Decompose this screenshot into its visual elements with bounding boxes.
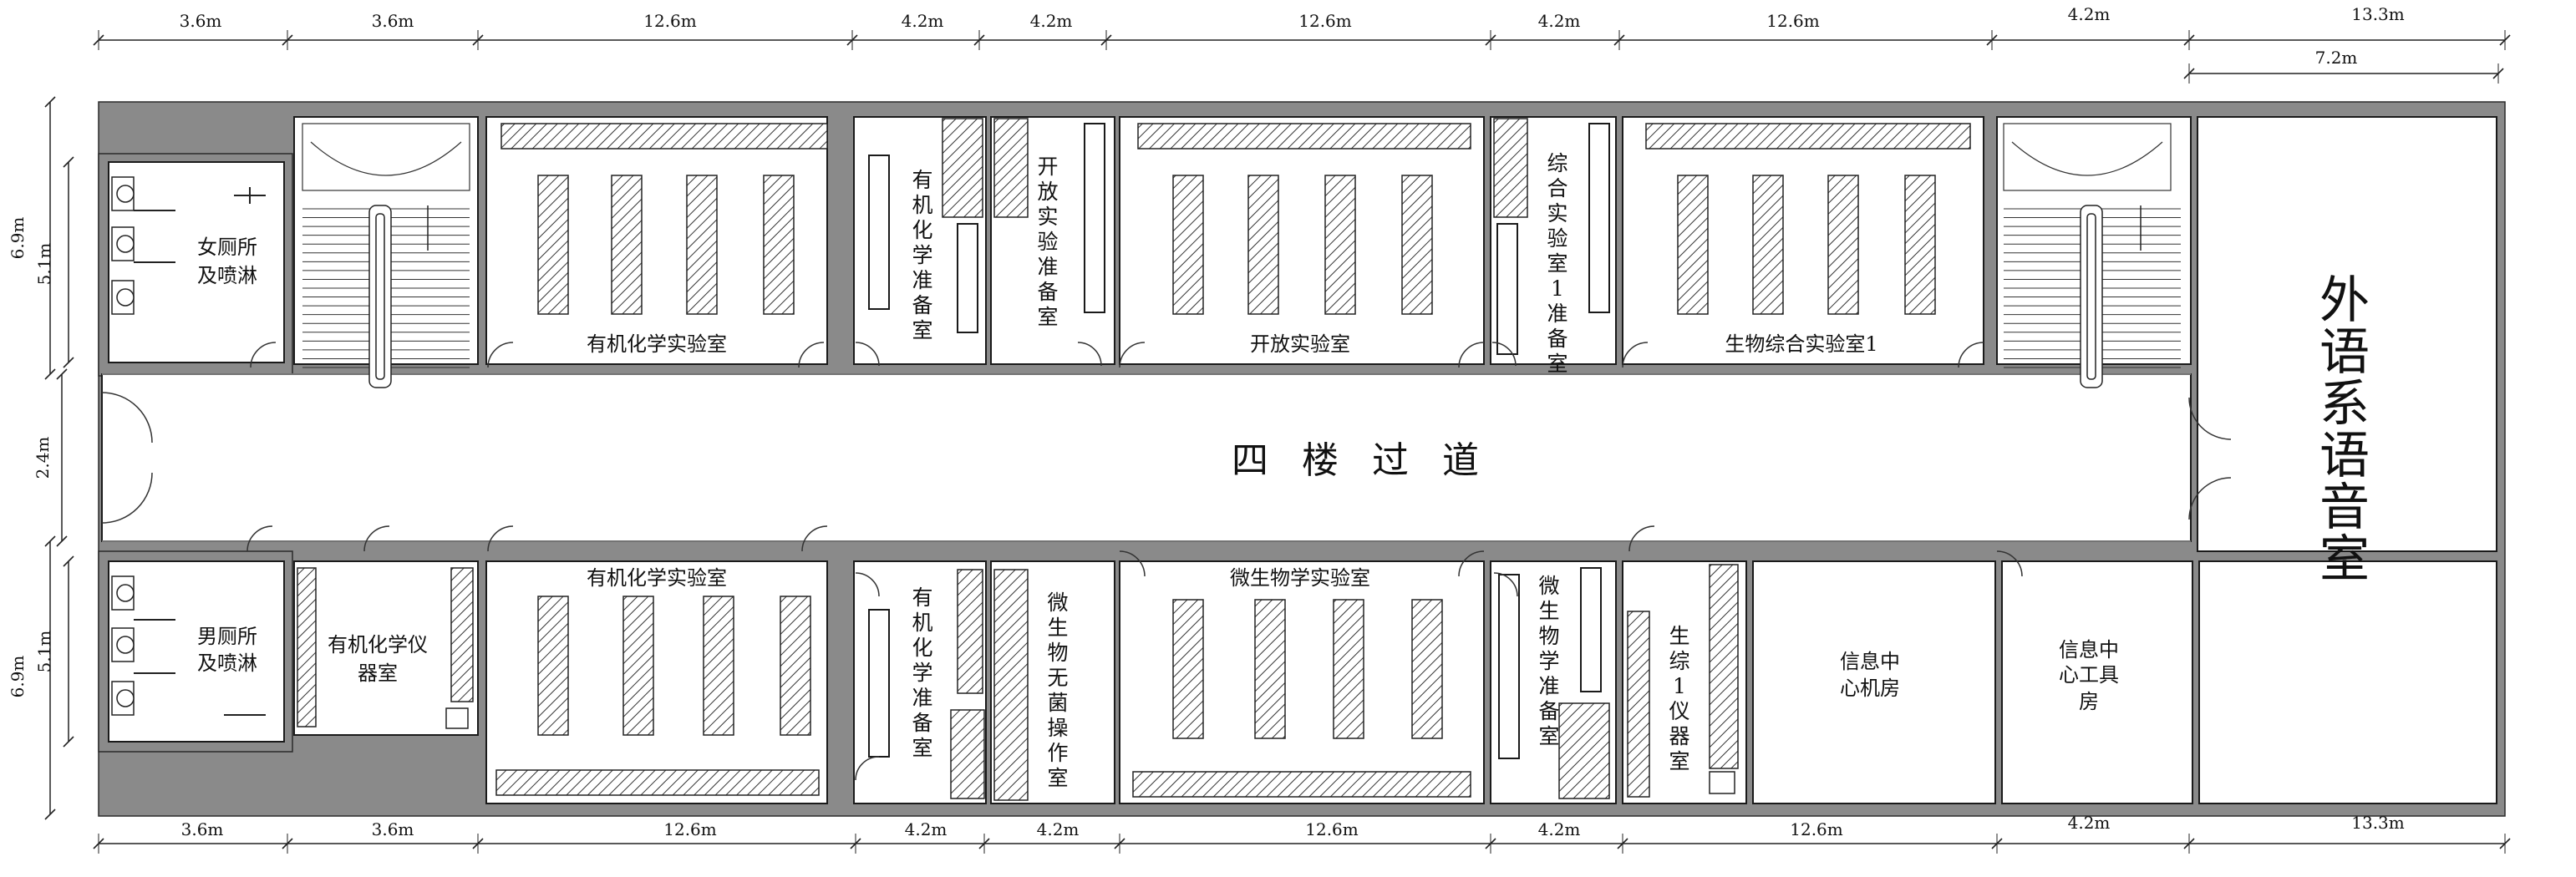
dim-top-5: 4.2m [1030, 11, 1073, 31]
bottom-dimension-labels: 3.6m 3.6m 12.6m 4.2m 4.2m 12.6m 4.2m 12.… [181, 813, 2405, 839]
svg-text:及喷淋: 及喷淋 [197, 264, 257, 287]
foreign-lang-room [2197, 116, 2497, 552]
men-wc-label-2: 及喷淋 [197, 651, 257, 675]
dim-left-lower-outer: 6.9m [8, 656, 28, 698]
open-lab-label: 开放实验室 [1250, 332, 1350, 356]
organic-instrument-label-1: 有机化学仪 [328, 633, 428, 656]
dim-bottom-10: 13.3m [2351, 813, 2405, 833]
foreign-lang-label: 外语系语音室 [2319, 271, 2370, 589]
dim-top-2: 3.6m [372, 11, 414, 31]
organic-lab-bottom-label: 有机化学实验室 [587, 566, 727, 590]
stairs [302, 123, 2181, 388]
lower-rooms [108, 560, 2497, 804]
organic-prep-bottom-label: 有机化学准备室 [912, 586, 932, 760]
dim-top-8: 12.6m [1766, 11, 1820, 31]
dim-bottom-2: 3.6m [372, 819, 414, 839]
organic-instrument-room [293, 560, 479, 736]
foreign-lang-lower [2198, 560, 2497, 804]
organic-instrument-label-2: 器室 [358, 662, 398, 685]
info-tool-label-3: 房 [2079, 690, 2099, 713]
dim-left-corridor: 2.4m [33, 437, 53, 479]
dim-bottom-3: 12.6m [663, 819, 717, 839]
lab-benches [297, 118, 1971, 801]
info-tool-label-2: 心工具 [2059, 663, 2119, 687]
men-wc-room [108, 560, 285, 743]
dim-bottom-6: 12.6m [1305, 819, 1359, 839]
left-dimension-labels: 6.9m 5.1m 2.4m 6.9m 5.1m [8, 217, 54, 698]
dim-bottom-7: 4.2m [1538, 819, 1581, 839]
info-tool-label-1: 信息中 [2059, 638, 2119, 662]
dim-bottom-4: 4.2m [905, 819, 948, 839]
dim-top-1: 3.6m [180, 11, 222, 31]
dim-bottom-1: 3.6m [181, 819, 224, 839]
dim-top-6: 12.6m [1298, 11, 1352, 31]
info-machine-room [1752, 560, 1996, 804]
top-dimension-labels: 3.6m 3.6m 12.6m 4.2m 4.2m 12.6m 4.2m 12.… [180, 4, 2405, 68]
doors [101, 342, 2232, 781]
dim-left-upper-inner: 5.1m [34, 243, 54, 286]
women-wc-label-1: 女厕所 [197, 236, 257, 259]
dim-top-9: 4.2m [2068, 4, 2111, 24]
dim-bottom-9: 4.2m [2068, 813, 2111, 833]
svg-text:女厕所: 女厕所 [197, 236, 257, 259]
men-wc-label-1: 男厕所 [197, 625, 257, 648]
women-wc-label-2: 及喷淋 [197, 264, 257, 287]
organic-lab-top-label: 有机化学实验室 [587, 332, 727, 356]
svg-text:男厕所: 男厕所 [197, 625, 257, 648]
corridor-area [101, 373, 2192, 542]
room-labels: 女厕所 及喷淋 男厕所 及喷淋 有机化学仪 器室 有机化学实验室 开放实验室 生… [197, 151, 2370, 790]
dim-bottom-5: 4.2m [1037, 819, 1080, 839]
dim-top-10: 13.3m [2351, 4, 2405, 24]
open-prep-label: 开放实验准备室 [1037, 155, 1058, 329]
info-machine-label-2: 心机房 [1840, 677, 1900, 700]
dimensions [44, 30, 2511, 854]
organic-prep-top-label: 有机化学准备室 [912, 168, 932, 342]
organic-lab-bottom-room [485, 560, 828, 804]
dim-left-lower-inner: 5.1m [34, 631, 54, 673]
info-tool-room [2001, 560, 2193, 804]
dim-top-4: 4.2m [902, 11, 944, 31]
dim-left-upper-outer: 6.9m [8, 217, 28, 260]
micro-lab-label: 微生物学实验室 [1230, 566, 1370, 590]
svg-text:及喷淋: 及喷淋 [197, 651, 257, 675]
micro-prep-label: 微生物学准备室 [1538, 574, 1559, 748]
bio-lab-label: 生物综合实验室1 [1725, 332, 1877, 356]
dim-top-sub: 7.2m [2315, 48, 2358, 68]
dim-top-7: 4.2m [1538, 11, 1581, 31]
micro-sterile-label: 微生物无菌操作室 [1047, 591, 1068, 790]
dim-bottom-8: 12.6m [1790, 819, 1843, 839]
wc-fixtures [111, 176, 266, 716]
info-machine-label-1: 信息中 [1840, 650, 1900, 673]
dim-top-3: 12.6m [643, 11, 697, 31]
corridor-label: 四楼过道 [1232, 439, 1512, 482]
